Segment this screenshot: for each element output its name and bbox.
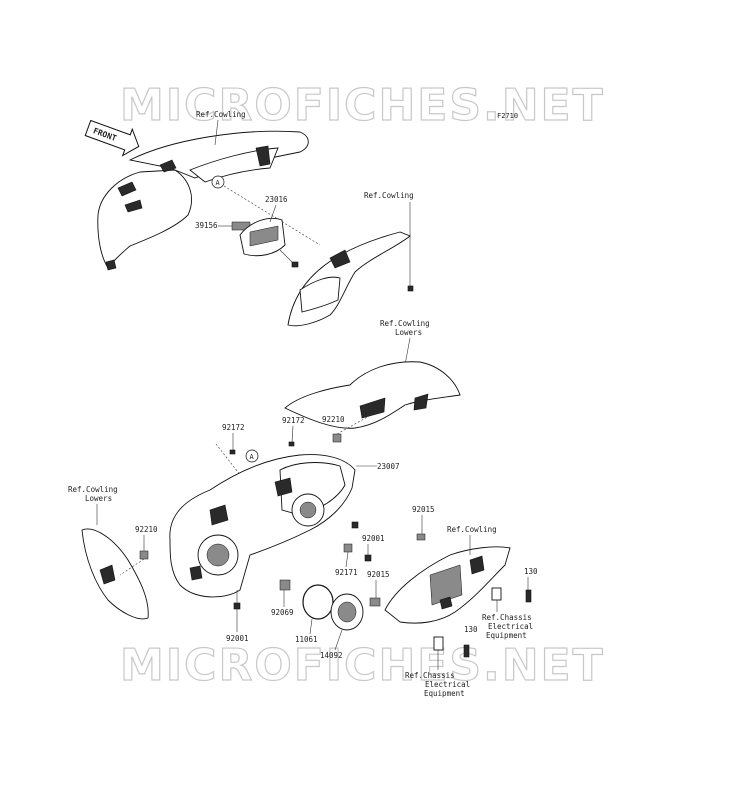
lower-cowling-right (284, 361, 461, 429)
ref-marker-a-upper: A (211, 175, 225, 189)
part-130-right (525, 589, 532, 603)
part-23016 (239, 217, 299, 268)
part-92001-right (364, 554, 372, 562)
label-92172-b: 92172 (282, 416, 305, 425)
svg-text:A: A (216, 179, 221, 187)
chassis-part-right (491, 587, 502, 601)
label-92171: 92171 (335, 568, 358, 577)
watermark-bottom: MICROFICHES.NET (120, 640, 605, 691)
ref-chassis-right-2: Electrical (488, 622, 533, 631)
part-130-bottom (463, 644, 470, 658)
label-92001-left: 92001 (226, 634, 249, 643)
label-92001-right: 92001 (362, 534, 385, 543)
label-14092: 14092 (320, 651, 343, 660)
ref-cowling-right: Ref.Cowling (447, 525, 497, 534)
ref-marker-a-lower: A (245, 449, 259, 463)
svg-text:A: A (250, 453, 255, 461)
ref-cowling-lowers-right-1: Ref.Cowling (380, 319, 430, 328)
chassis-part-bottom (433, 636, 444, 651)
ref-chassis-bottom-1: Ref.Chassis (405, 671, 455, 680)
part-92015-lower (369, 597, 381, 607)
label-11061: 11061 (295, 635, 318, 644)
figure-id: F2710 (497, 112, 518, 120)
label-130-right: 130 (524, 567, 538, 576)
watermark-top: MICROFICHES.NET (120, 80, 605, 131)
label-92210-upper: 92210 (322, 415, 345, 424)
label-23016: 23016 (265, 195, 288, 204)
part-92210-upper (332, 433, 342, 443)
ref-chassis-right-1: Ref.Chassis (482, 613, 532, 622)
ref-cowling-lowers-right-2: Lowers (395, 328, 422, 337)
ref-cowling-lowers-left-1: Ref.Cowling (68, 485, 118, 494)
ref-cowling-top: Ref.Cowling (196, 110, 246, 119)
ref-chassis-right-3: Equipment (486, 631, 527, 640)
part-92210-lower (139, 550, 149, 560)
front-arrow-icon: FRONT (84, 119, 140, 157)
lower-cowling-left (81, 528, 149, 620)
part-92015-upper (416, 533, 426, 541)
ref-cowling-lowers-left-2: Lowers (85, 494, 112, 503)
label-130-bottom: 130 (464, 625, 478, 634)
ref-cowling-mid: Ref.Cowling (364, 191, 414, 200)
part-14092-cap (330, 593, 364, 631)
part-23007-headlight-housing (169, 454, 356, 598)
part-92171 (343, 543, 353, 553)
ref-chassis-bottom-3: Equipment (424, 689, 465, 698)
label-39156: 39156 (195, 221, 218, 230)
mid-cowling (287, 231, 414, 327)
label-92069: 92069 (271, 608, 294, 617)
upper-cowling (97, 130, 309, 271)
part-92069 (279, 579, 291, 591)
label-92210-lower: 92210 (135, 525, 158, 534)
label-92015-upper: 92015 (412, 505, 435, 514)
part-92001-left (233, 602, 241, 610)
right-cowling-bracket (384, 546, 511, 624)
label-92172-a: 92172 (222, 423, 245, 432)
part-11061-ring (302, 584, 334, 620)
ref-chassis-bottom-2: Electrical (425, 680, 470, 689)
label-23007: 23007 (377, 462, 400, 471)
label-92015-lower: 92015 (367, 570, 390, 579)
